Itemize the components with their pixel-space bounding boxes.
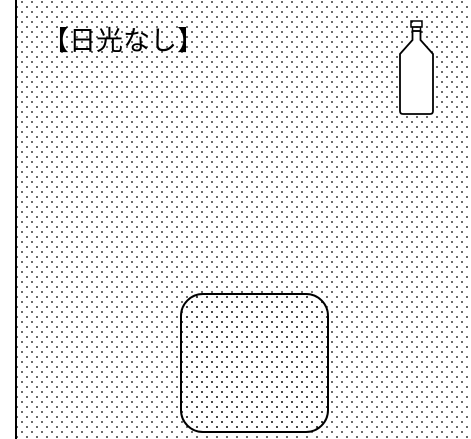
rounded-square-container [180, 293, 329, 433]
bottle-icon [399, 20, 434, 115]
diagram-title: 【日光なし】 [42, 26, 204, 57]
